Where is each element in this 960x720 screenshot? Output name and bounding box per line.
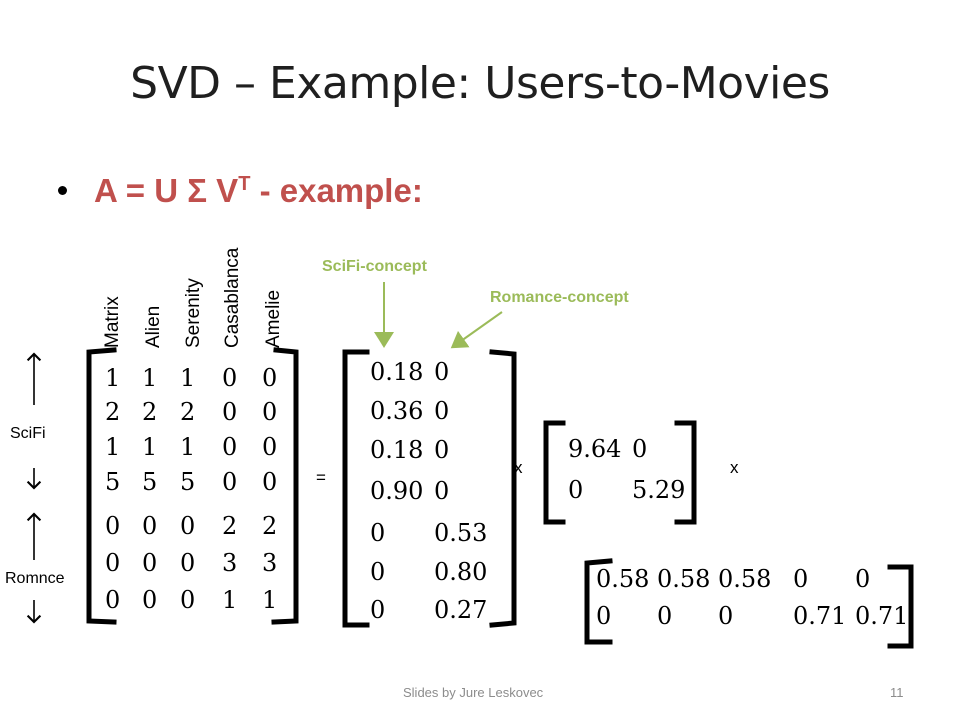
matrix-vt-cell: 0 bbox=[793, 565, 809, 593]
matrix-u-cell: 0.36 bbox=[370, 397, 424, 425]
matrix-s-cell: 0 bbox=[568, 476, 584, 504]
matrix-u-cell: 0.90 bbox=[370, 477, 424, 505]
matrix-a-cell: 0 bbox=[262, 398, 278, 426]
matrix-vt-left-bracket bbox=[584, 558, 613, 645]
matrix-u-left-bracket bbox=[342, 349, 370, 628]
matrix-vt-cell: 0 bbox=[657, 602, 673, 630]
matrix-a-cell: 1 bbox=[142, 433, 158, 461]
romance-concept-arrow bbox=[450, 311, 503, 349]
matrix-vt-cell: 0.58 bbox=[657, 565, 711, 593]
matrix-vt-cell: 0 bbox=[718, 602, 734, 630]
matrix-a-cell: 1 bbox=[180, 433, 196, 461]
slide-title: SVD – Example: Users-to-Movies bbox=[130, 58, 830, 109]
matrix-u-cell: 0 bbox=[434, 436, 450, 464]
matrix-vt-cell: 0.58 bbox=[718, 565, 772, 593]
matrix-a-cell: 2 bbox=[262, 512, 278, 540]
matrix-a-cell: 3 bbox=[222, 549, 238, 577]
matrix-u-cell: 0 bbox=[434, 477, 450, 505]
matrix-a-cell: 1 bbox=[262, 586, 278, 614]
matrix-s-left-bracket bbox=[543, 420, 566, 525]
matrix-a-cell: 2 bbox=[222, 512, 238, 540]
bullet-suffix: - example: bbox=[250, 172, 423, 209]
footer-credit: Slides by Jure Leskovec bbox=[403, 685, 544, 700]
matrix-a-right-bracket bbox=[271, 347, 299, 625]
matrix-a-cell: 2 bbox=[180, 398, 196, 426]
matrix-a-cell: 1 bbox=[180, 364, 196, 392]
matrix-u-cell: 0 bbox=[370, 596, 386, 624]
matrix-vt-cell: 0.58 bbox=[596, 565, 650, 593]
matrix-a-cell: 0 bbox=[180, 512, 196, 540]
matrix-a-cell: 0 bbox=[222, 398, 238, 426]
matrix-s-right-bracket bbox=[674, 420, 697, 525]
matrix-u-cell: 0.27 bbox=[434, 596, 488, 624]
matrix-vt-right-bracket bbox=[887, 564, 914, 649]
matrix-a-cell: 1 bbox=[105, 364, 121, 392]
equals-sign: = bbox=[316, 468, 326, 487]
matrix-a-cell: 1 bbox=[105, 433, 121, 461]
matrix-a-cell: 0 bbox=[105, 549, 121, 577]
matrix-vt-cell: 0 bbox=[596, 602, 612, 630]
matrix-a-cell: 0 bbox=[142, 512, 158, 540]
matrix-a-cell: 5 bbox=[180, 468, 196, 496]
matrix-a-cell: 0 bbox=[142, 586, 158, 614]
group-label-romance: Romnce bbox=[5, 570, 65, 587]
matrix-u-right-bracket bbox=[489, 349, 517, 628]
matrix-a-cell: 0 bbox=[180, 586, 196, 614]
matrix-u-cell: 0 bbox=[434, 358, 450, 386]
bullet-formula: A = U Σ V bbox=[94, 172, 239, 209]
matrix-a-cell: 0 bbox=[142, 549, 158, 577]
matrix-a-cell: 0 bbox=[180, 549, 196, 577]
bullet-heading: A = U Σ VT - example: bbox=[94, 172, 423, 210]
matrix-a-cell: 1 bbox=[222, 586, 238, 614]
concept-label-romance: Romance-concept bbox=[490, 289, 629, 306]
transpose-superscript: T bbox=[238, 173, 251, 195]
matrix-a-cell: 5 bbox=[105, 468, 121, 496]
concept-label-scifi: SciFi-concept bbox=[322, 258, 427, 275]
matrix-a-cell: 1 bbox=[142, 364, 158, 392]
matrix-a-cell: 0 bbox=[262, 433, 278, 461]
multiply-sign-1: x bbox=[514, 458, 523, 477]
matrix-a-cell: 0 bbox=[262, 468, 278, 496]
matrix-a-cell: 2 bbox=[105, 398, 121, 426]
matrix-s-cell: 5.29 bbox=[632, 476, 686, 504]
matrix-vt-cell: 0 bbox=[855, 565, 871, 593]
matrix-vt-cell: 0.71 bbox=[855, 602, 909, 630]
matrix-a-cell: 0 bbox=[105, 586, 121, 614]
matrix-a-cell: 3 bbox=[262, 549, 278, 577]
multiply-sign-2: x bbox=[730, 458, 739, 477]
matrix-a-cell: 0 bbox=[105, 512, 121, 540]
matrix-u-cell: 0.53 bbox=[434, 519, 488, 547]
matrix-vt-cell: 0.71 bbox=[793, 602, 847, 630]
matrix-u-cell: 0.18 bbox=[370, 358, 424, 386]
matrix-a-cell: 0 bbox=[222, 468, 238, 496]
matrix-a-left-bracket bbox=[86, 347, 117, 625]
page-number: 11 bbox=[890, 685, 904, 700]
matrix-s-cell: 0 bbox=[632, 435, 648, 463]
matrix-u-cell: 0 bbox=[370, 519, 386, 547]
matrix-a-cell: 0 bbox=[222, 364, 238, 392]
matrix-u-cell: 0.80 bbox=[434, 558, 488, 586]
matrix-a-cell: 0 bbox=[262, 364, 278, 392]
matrix-u-cell: 0 bbox=[370, 558, 386, 586]
matrix-u-cell: 0.18 bbox=[370, 436, 424, 464]
matrix-u-cell: 0 bbox=[434, 397, 450, 425]
matrix-a-cell: 0 bbox=[222, 433, 238, 461]
bullet-point bbox=[58, 186, 67, 195]
matrix-s-cell: 9.64 bbox=[568, 435, 622, 463]
matrix-a-cell: 5 bbox=[142, 468, 158, 496]
matrix-a-cell: 2 bbox=[142, 398, 158, 426]
group-label-scifi: SciFi bbox=[10, 425, 46, 442]
